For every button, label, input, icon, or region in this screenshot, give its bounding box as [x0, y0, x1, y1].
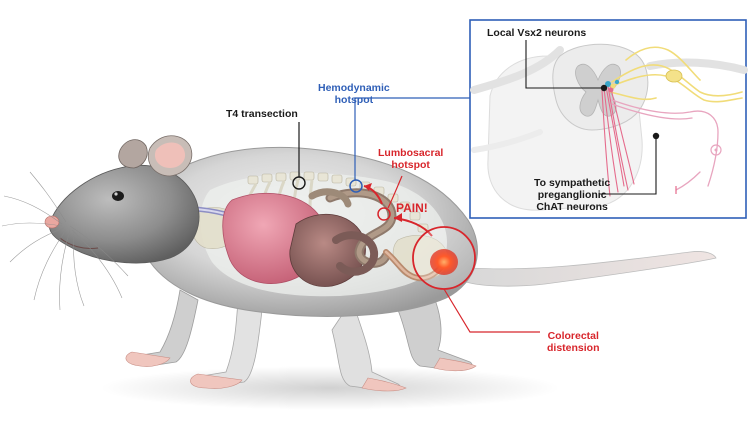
front-paw-far [125, 351, 171, 367]
sympathetic-label-line-1: To sympathetic [534, 177, 611, 189]
mouth [59, 237, 99, 249]
rat-head [48, 164, 200, 264]
front-paw-near [190, 373, 243, 389]
colorectal-label-line-1: Colorectal [547, 330, 599, 342]
distended-colon [430, 249, 458, 275]
hemodynamic-hotspot-label: Hemodynamic hotspot [318, 82, 390, 106]
lumbosacral-label-line-2: hotspot [391, 159, 430, 171]
whiskers [1, 171, 129, 311]
sympathetic-label-line-2: preganglionic [537, 189, 607, 201]
vsx2-leader-line [525, 40, 602, 89]
vsx2-neurons-label: Local Vsx2 neurons [487, 27, 586, 39]
lumbosacral-marker [377, 207, 391, 221]
pain-label: PAIN! [396, 202, 428, 214]
sympathetic-neurons-label: To sympathetic preganglionic ChAT neuron… [534, 177, 610, 213]
lumbosacral-label-line-1: Lumbosacral [378, 147, 444, 159]
intestines [308, 188, 397, 276]
eye [112, 191, 124, 201]
sympathetic-label-line-3: ChAT neurons [536, 201, 608, 213]
sympathetic-leader-line [600, 138, 657, 195]
hemodynamic-label-line-2: hotspot [334, 94, 374, 106]
ear-far [118, 139, 148, 169]
colorectal-leader-line [443, 288, 540, 333]
chat-axons [601, 83, 635, 197]
ground-shadow [100, 366, 560, 410]
lumbosacral-leader-line [387, 175, 403, 209]
sympathetic-marker [652, 132, 660, 140]
hind-paw-right [433, 357, 477, 372]
hemodynamic-label-line-1: Hemodynamic [318, 82, 390, 94]
hemodynamic-marker [349, 179, 363, 193]
lumbosacral-hotspot-label: Lumbosacral hotspot [378, 147, 443, 171]
t4-marker [292, 176, 306, 190]
dorsal-root-ganglion [665, 69, 683, 83]
colorectal-distension-label: Colorectal distension [547, 330, 600, 354]
vsx2-label-text: Local Vsx2 neurons [487, 27, 587, 39]
sympathetic-axon [611, 99, 719, 191]
pain-label-text: PAIN! [396, 201, 428, 215]
nose [44, 215, 60, 229]
ear-near-inner [154, 142, 186, 168]
hind-paw-left [361, 377, 407, 392]
hemodynamic-leader-line [354, 97, 470, 180]
t4-transection-label: T4 transection [226, 108, 298, 120]
vsx2-marker [600, 84, 608, 92]
tail [465, 251, 717, 287]
t4-label-text: T4 transection [226, 108, 298, 120]
sympathetic-ganglion [710, 144, 722, 156]
colorectal-label-line-2: distension [547, 342, 600, 354]
spinal-cord-inset [469, 19, 748, 219]
